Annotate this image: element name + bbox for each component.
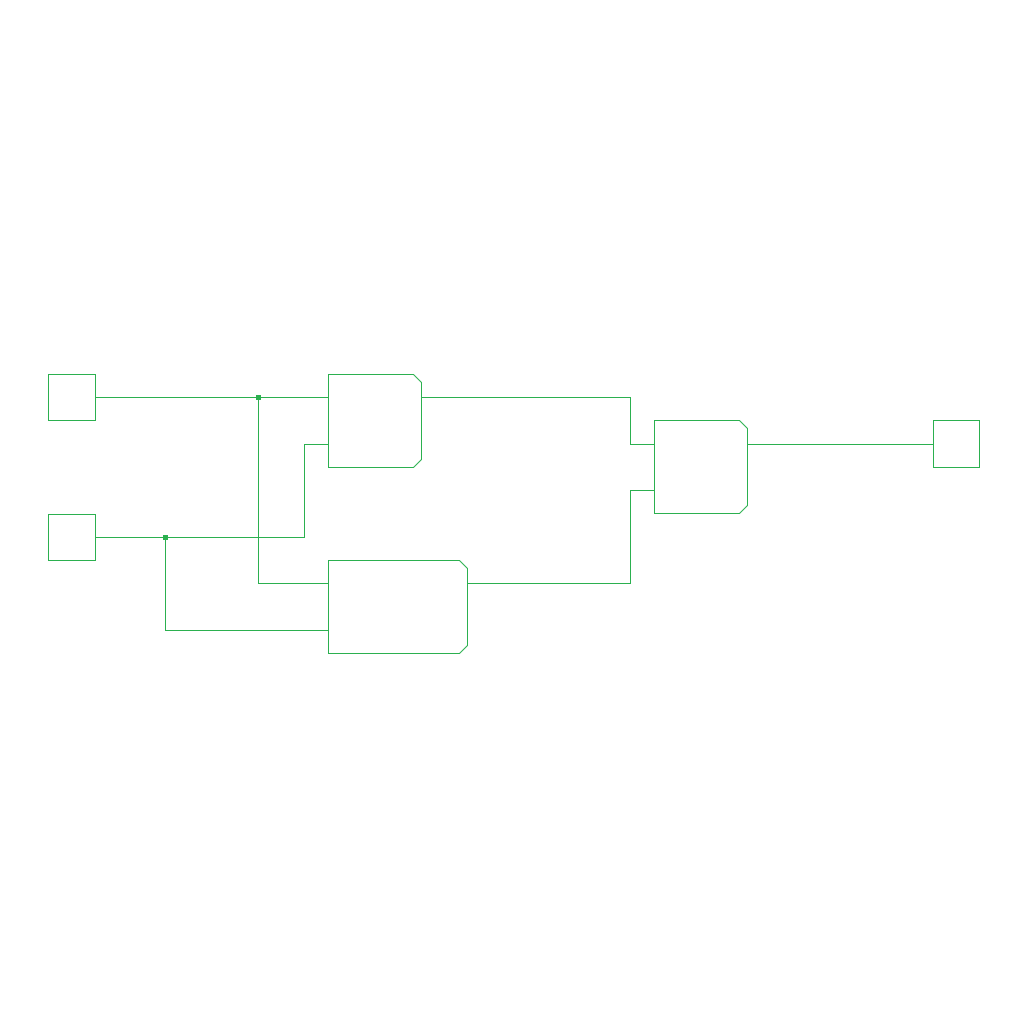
wire-input1-branch-to-gate2: [258, 397, 329, 584]
junction-dot-input1: [256, 395, 261, 400]
input-node-1: [48, 374, 96, 421]
gate-1: [328, 374, 422, 468]
input-node-2: [48, 514, 96, 561]
wire-gate2-to-gate3: [467, 490, 655, 584]
gate-3: [654, 420, 748, 514]
junction-dot-input2: [163, 535, 168, 540]
gate-2: [328, 560, 468, 654]
junctions: [163, 395, 261, 540]
wire-input2-branch-to-gate2: [165, 537, 329, 631]
nodes: [48, 374, 980, 654]
output-node-1: [933, 420, 980, 468]
wire-gate1-to-gate3: [421, 397, 655, 445]
wires: [95, 397, 934, 631]
wire-input2-to-gate1: [95, 444, 329, 538]
